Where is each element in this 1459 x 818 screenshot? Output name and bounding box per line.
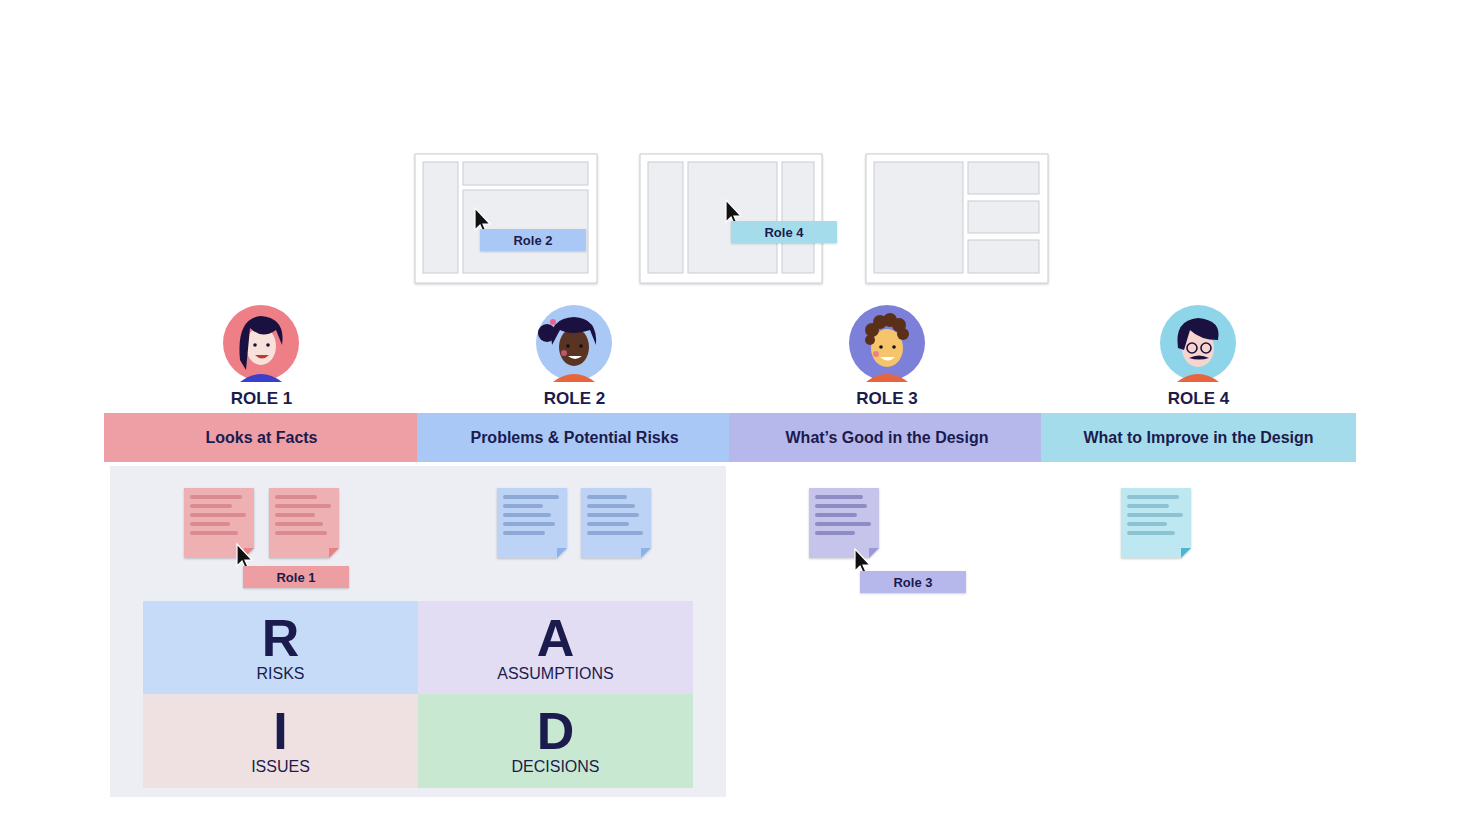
role-column-header: ROLE 2Problems & Potential Risks <box>417 385 732 462</box>
raid-word: RISKS <box>256 664 304 684</box>
tag-label: Role 3 <box>893 575 932 590</box>
sticky-note <box>190 531 238 535</box>
sticky-note <box>587 531 643 535</box>
sticky-note <box>815 522 871 526</box>
raid-cell: RRISKS <box>143 601 418 694</box>
sticky-note <box>1127 495 1179 499</box>
role-column-header: ROLE 3What’s Good in the Design <box>729 385 1045 462</box>
sticky-note <box>184 488 254 558</box>
sticky-note <box>557 548 567 558</box>
raid-cell: IISSUES <box>143 694 418 788</box>
sticky-note <box>329 548 339 558</box>
sticky-note <box>641 548 651 558</box>
tag-label: Role 2 <box>513 233 552 248</box>
sticky-note <box>190 504 232 508</box>
sticky-note <box>503 513 551 517</box>
column-band: Looks at Facts <box>104 413 419 462</box>
sticky-note <box>1127 504 1169 508</box>
sticky-note <box>1127 513 1183 517</box>
avatar <box>1160 305 1236 382</box>
raid-cell: DDECISIONS <box>418 694 693 788</box>
sticky-note <box>1127 531 1175 535</box>
sticky-note <box>503 495 559 499</box>
sticky-note <box>275 531 327 535</box>
raid-letter: D <box>537 705 575 757</box>
sticky-note <box>1127 522 1167 526</box>
raid-word: ISSUES <box>251 757 310 777</box>
sticky-note <box>809 488 879 558</box>
raid-letter: A <box>537 612 575 664</box>
sticky-note <box>1121 488 1191 558</box>
role-heading: ROLE 2 <box>417 385 732 413</box>
tag-label: Role 1 <box>276 570 315 585</box>
avatar <box>223 305 299 382</box>
raid-word: DECISIONS <box>511 757 599 777</box>
raid-letter: R <box>262 612 300 664</box>
panel <box>110 466 726 797</box>
role-column-header: ROLE 4What to Improve in the Design <box>1041 385 1356 462</box>
cursor-tag: Role 4 <box>731 221 837 243</box>
cursor <box>237 200 870 575</box>
sticky-notes <box>184 488 1191 558</box>
sticky-note <box>581 488 651 558</box>
sticky-note <box>190 495 242 499</box>
sticky-note <box>190 522 230 526</box>
sticky-note <box>815 531 855 535</box>
cursor-tag: Role 3 <box>860 571 966 593</box>
sticky-note <box>587 522 629 526</box>
raid-letter: I <box>273 705 287 757</box>
role-column-header: ROLE 1Looks at Facts <box>104 385 419 462</box>
tag-label: Role 4 <box>764 225 803 240</box>
sticky-note <box>190 513 246 517</box>
sticky-note <box>815 495 863 499</box>
role-heading: ROLE 4 <box>1041 385 1356 413</box>
wireframes <box>415 154 1048 283</box>
sticky-note <box>815 504 867 508</box>
sticky-note <box>587 513 639 517</box>
sticky-note <box>815 513 857 517</box>
sticky-note <box>275 504 331 508</box>
sticky-note <box>587 495 627 499</box>
sticky-note <box>503 531 545 535</box>
sticky-note <box>275 495 317 499</box>
role-heading: ROLE 1 <box>104 385 419 413</box>
column-band: What’s Good in the Design <box>729 413 1045 462</box>
sticky-note <box>497 488 567 558</box>
sticky-note <box>503 504 543 508</box>
sticky-note <box>269 488 339 558</box>
sticky-note <box>587 504 635 508</box>
column-band: Problems & Potential Risks <box>417 413 732 462</box>
sticky-note <box>503 522 555 526</box>
cursor-tag: Role 2 <box>480 229 586 251</box>
raid-cell: AASSUMPTIONS <box>418 601 693 694</box>
sticky-note <box>1181 548 1191 558</box>
role-heading: ROLE 3 <box>729 385 1045 413</box>
cursor-tag: Role 1 <box>243 566 349 588</box>
raid-word: ASSUMPTIONS <box>497 664 613 684</box>
avatar <box>536 305 612 382</box>
avatar <box>849 305 925 382</box>
sticky-note <box>275 513 315 517</box>
sticky-note <box>869 548 879 558</box>
column-band: What to Improve in the Design <box>1041 413 1356 462</box>
sticky-note <box>275 522 323 526</box>
